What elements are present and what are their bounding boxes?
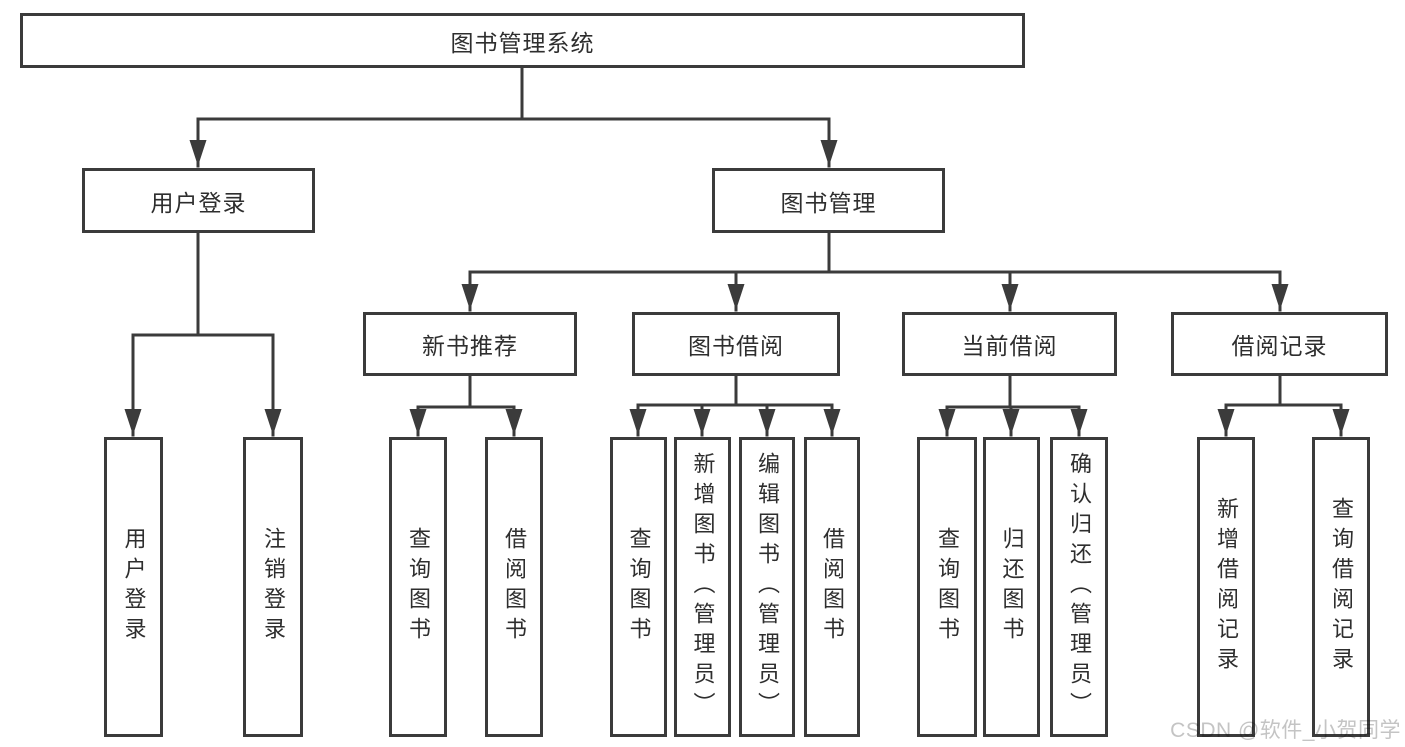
node-book-borrow-label: 图书借阅 (688, 333, 784, 359)
leaf-current-query-book: 查询图书 (917, 437, 977, 737)
leaf-borrow-query-book-label: 查询图书 (626, 527, 652, 647)
node-user-login: 用户登录 (82, 168, 315, 233)
leaf-recommend-borrow-book-label: 借阅图书 (502, 527, 527, 647)
leaf-record-add-borrow-record: 新增借阅记录 (1197, 437, 1255, 737)
leaf-current-return-book: 归还图书 (983, 437, 1040, 737)
node-root-system: 图书管理系统 (20, 13, 1025, 68)
node-borrow-record: 借阅记录 (1171, 312, 1388, 376)
leaf-recommend-query-book-label: 查询图书 (406, 527, 431, 647)
leaf-borrow-edit-book-admin: 编辑图书（管理员） (739, 437, 795, 737)
leaf-borrow-add-book-admin: 新增图书（管理员） (674, 437, 731, 737)
leaf-record-query-borrow-record: 查询借阅记录 (1312, 437, 1370, 737)
node-borrow-record-label: 借阅记录 (1231, 333, 1328, 359)
node-current-borrow: 当前借阅 (902, 312, 1117, 376)
leaf-record-add-borrow-record-label: 新增借阅记录 (1214, 497, 1239, 677)
leaf-user-login: 用户登录 (104, 437, 163, 737)
leaf-record-query-borrow-record-label: 查询借阅记录 (1329, 497, 1354, 677)
leaf-borrow-edit-book-admin-label: 编辑图书（管理员） (755, 452, 780, 722)
csdn-watermark: CSDN @软件_小贺同学 (1170, 719, 1401, 742)
node-current-borrow-label: 当前借阅 (961, 333, 1058, 359)
node-book-borrow: 图书借阅 (632, 312, 840, 376)
leaf-borrow-add-book-admin-label: 新增图书（管理员） (690, 452, 716, 722)
node-new-book-recommend: 新书推荐 (363, 312, 577, 376)
leaf-current-query-book-label: 查询图书 (935, 527, 960, 647)
leaf-recommend-borrow-book: 借阅图书 (485, 437, 543, 737)
leaf-borrow-borrow-book: 借阅图书 (804, 437, 860, 737)
node-new-book-recommend-label: 新书推荐 (422, 333, 518, 359)
leaf-current-return-book-label: 归还图书 (999, 527, 1025, 647)
node-book-management-label: 图书管理 (780, 189, 877, 216)
node-root-label: 图书管理系统 (450, 29, 595, 56)
leaf-current-confirm-return-admin-label: 确认归还（管理员） (1067, 452, 1092, 722)
leaf-recommend-query-book: 查询图书 (389, 437, 447, 737)
node-book-management: 图书管理 (712, 168, 945, 233)
leaf-current-confirm-return-admin: 确认归还（管理员） (1050, 437, 1108, 737)
node-user-login-label: 用户登录 (150, 189, 247, 216)
leaf-logout-login-label: 注销登录 (261, 527, 286, 647)
leaf-user-login-label: 用户登录 (121, 527, 147, 647)
leaf-logout-login: 注销登录 (243, 437, 303, 737)
leaf-borrow-query-book: 查询图书 (610, 437, 667, 737)
leaf-borrow-borrow-book-label: 借阅图书 (820, 527, 845, 647)
